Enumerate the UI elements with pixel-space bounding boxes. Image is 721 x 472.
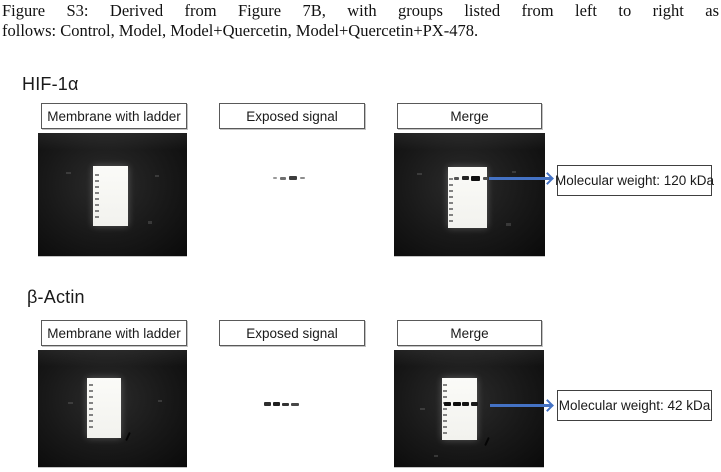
hif-merge-bands <box>454 175 488 181</box>
panel-header-hif-membrane: Membrane with ladder <box>41 103 187 129</box>
caption-line-1: Figure S3: Derived from Figure 7B, with … <box>2 1 719 20</box>
blot-artifact <box>125 431 131 442</box>
hif-annotation-arrow <box>489 177 551 180</box>
hif-molecular-weight-box: Molecular weight: 120 kDa <box>555 165 714 196</box>
hif-membrane-blot-image <box>38 133 187 256</box>
hif-membrane-strip <box>93 166 128 226</box>
panel-header-hif-merge: Merge <box>397 103 542 129</box>
actin-merge-blot-image <box>394 350 544 467</box>
actin-membrane-strip <box>87 378 121 438</box>
caption-line-2: follows: Control, Model, Model+Quercetin… <box>2 20 479 40</box>
actin-membrane-ladder-marks <box>89 384 93 432</box>
hif-membrane-ladder-marks <box>95 174 99 220</box>
figure-caption: Figure S3: Derived from Figure 7B, with … <box>2 1 719 40</box>
panel-header-actin-membrane: Membrane with ladder <box>41 320 187 346</box>
panel-header-hif-exposed: Exposed signal <box>219 103 365 129</box>
panel-header-actin-merge: Merge <box>397 320 542 346</box>
section-label-bactin: β-Actin <box>27 287 85 307</box>
hif-merge-membrane-strip <box>448 167 488 228</box>
hif-merge-blot-image <box>394 133 545 256</box>
blot-artifact <box>484 436 490 447</box>
actin-exposed-signal-bands <box>264 401 299 407</box>
actin-merge-ladder-marks <box>443 384 447 434</box>
section-label-hif1a: HIF-1α <box>22 74 79 94</box>
hif-merge-ladder-marks <box>449 178 453 222</box>
hif-exposed-signal-bands <box>273 175 305 181</box>
actin-merge-bands <box>444 401 478 407</box>
actin-molecular-weight-box: Molecular weight: 42 kDa <box>557 390 712 421</box>
actin-membrane-blot-image <box>38 350 187 467</box>
panel-header-actin-exposed: Exposed signal <box>219 320 365 346</box>
actin-merge-membrane-strip <box>442 378 478 440</box>
actin-annotation-arrow <box>490 404 551 407</box>
